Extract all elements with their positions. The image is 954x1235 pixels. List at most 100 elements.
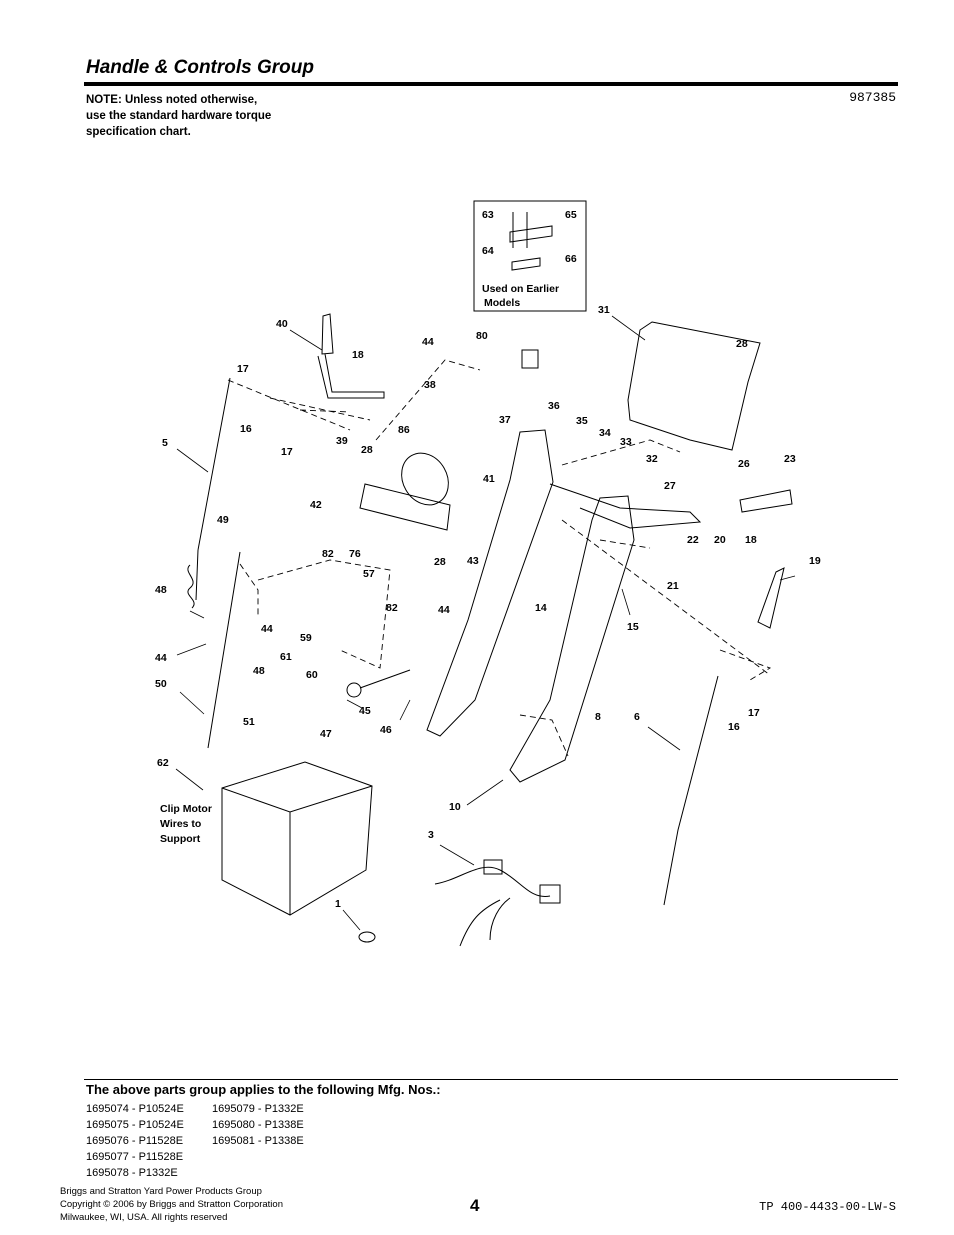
callout: 38 bbox=[424, 379, 436, 391]
tp-code: TP 400-4433-00-LW-S bbox=[759, 1200, 896, 1214]
cable-5 bbox=[195, 377, 231, 601]
callout: 59 bbox=[300, 632, 312, 644]
headlight-86 bbox=[401, 452, 449, 506]
footer-line: Copyright © 2006 by Briggs and Stratton … bbox=[60, 1199, 283, 1210]
rod-45 bbox=[359, 669, 411, 689]
callout: 86 bbox=[398, 424, 410, 436]
mfg-item: 1695074 - P10524E bbox=[86, 1103, 184, 1115]
callout: 62 bbox=[157, 757, 169, 769]
spring-48 bbox=[187, 564, 195, 609]
callout: 5 bbox=[162, 437, 168, 449]
callout: 41 bbox=[483, 473, 495, 485]
applies-heading: The above parts group applies to the fol… bbox=[86, 1082, 441, 1097]
cable-6 bbox=[663, 675, 719, 906]
harness-3 bbox=[434, 866, 551, 947]
inset-box bbox=[473, 200, 587, 312]
mfg-item: 1695080 - P1338E bbox=[212, 1119, 304, 1131]
inset-caption: Used on Earlier bbox=[482, 283, 559, 295]
callout: 22 bbox=[687, 534, 699, 546]
bottom-rule bbox=[84, 1079, 898, 1080]
callout: 16 bbox=[240, 423, 252, 435]
callout: 48 bbox=[253, 665, 265, 677]
callout: 10 bbox=[449, 801, 461, 813]
note-line: specification chart. bbox=[86, 126, 191, 138]
callout: 14 bbox=[535, 602, 547, 614]
clip-note-line: Clip Motor bbox=[160, 803, 212, 815]
grip-23 bbox=[739, 489, 793, 513]
switch-80 bbox=[521, 349, 539, 369]
callout: 48 bbox=[155, 584, 167, 596]
callout: 8 bbox=[595, 711, 601, 723]
callout: 47 bbox=[320, 728, 332, 740]
callout: 60 bbox=[306, 669, 318, 681]
mfg-list-right: 1695079 - P1332E 1695080 - P1338E 169508… bbox=[212, 1101, 304, 1149]
callout: 57 bbox=[363, 568, 375, 580]
callout: 76 bbox=[349, 548, 361, 560]
callout: 44 bbox=[422, 336, 434, 348]
inset-caption: Models bbox=[484, 297, 520, 309]
title-rule bbox=[84, 82, 898, 86]
callout: 21 bbox=[667, 580, 679, 592]
callout: 1 bbox=[335, 898, 341, 910]
callout: 63 bbox=[482, 209, 494, 221]
left-tube bbox=[426, 429, 554, 737]
mfg-item: 1695081 - P1338E bbox=[212, 1135, 304, 1147]
callout: 46 bbox=[380, 724, 392, 736]
callout: 49 bbox=[217, 514, 229, 526]
callout: 82 bbox=[322, 548, 334, 560]
callout: 44 bbox=[438, 604, 450, 616]
callout: 33 bbox=[620, 436, 632, 448]
callout: 6 bbox=[634, 711, 640, 723]
clip-note-line: Support bbox=[160, 833, 201, 845]
callout: 35 bbox=[576, 415, 588, 427]
page-title: Handle & Controls Group bbox=[86, 57, 314, 78]
callout: 64 bbox=[482, 245, 494, 257]
clip-note-line: Wires to bbox=[160, 818, 201, 830]
callout: 17 bbox=[281, 446, 293, 458]
callout: 32 bbox=[646, 453, 658, 465]
callout: 66 bbox=[565, 253, 577, 265]
callout: 23 bbox=[784, 453, 796, 465]
callout: 61 bbox=[280, 651, 292, 663]
callout: 16 bbox=[728, 721, 740, 733]
footer-line: Milwaukee, WI, USA. All rights reserved bbox=[60, 1212, 228, 1223]
connector bbox=[539, 884, 561, 904]
motor-support bbox=[221, 761, 373, 916]
callout: 28 bbox=[434, 556, 446, 568]
rod-50 bbox=[207, 551, 241, 749]
note-line: use the standard hardware torque bbox=[86, 110, 272, 122]
callout: 20 bbox=[714, 534, 726, 546]
callout: 36 bbox=[548, 400, 560, 412]
callout: 80 bbox=[476, 330, 488, 342]
note-line: NOTE: Unless noted otherwise, bbox=[86, 94, 258, 106]
cover-31 bbox=[627, 321, 761, 451]
copyright-footer: Briggs and Stratton Yard Power Products … bbox=[60, 1185, 283, 1224]
right-tube bbox=[509, 495, 635, 783]
callout: 19 bbox=[809, 555, 821, 567]
callout: 34 bbox=[599, 427, 611, 439]
knob-47 bbox=[346, 682, 362, 698]
callout: 18 bbox=[745, 534, 757, 546]
callout: 18 bbox=[352, 349, 364, 361]
lever-19 bbox=[757, 567, 785, 629]
panel-42 bbox=[359, 483, 451, 531]
clip-1 bbox=[358, 931, 376, 943]
callout: 31 bbox=[598, 304, 610, 316]
callout: 3 bbox=[428, 829, 434, 841]
callout: 27 bbox=[664, 480, 676, 492]
torque-note: NOTE: Unless noted otherwise, use the st… bbox=[86, 92, 326, 140]
exploded-parts-diagram: 63 65 64 66 Used on Earlier Models 40 44… bbox=[155, 200, 821, 947]
callout: 82 bbox=[386, 602, 398, 614]
callout: 39 bbox=[336, 435, 348, 447]
callout: 45 bbox=[359, 705, 371, 717]
inset-parts bbox=[509, 212, 553, 271]
callout: 43 bbox=[467, 555, 479, 567]
mfg-item: 1695075 - P10524E bbox=[86, 1119, 184, 1131]
callout: 44 bbox=[261, 623, 273, 635]
callout: 28 bbox=[361, 444, 373, 456]
callout: 28 bbox=[736, 338, 748, 350]
callout: 65 bbox=[565, 209, 577, 221]
callout: 26 bbox=[738, 458, 750, 470]
callout: 37 bbox=[499, 414, 511, 426]
callout: 50 bbox=[155, 678, 167, 690]
